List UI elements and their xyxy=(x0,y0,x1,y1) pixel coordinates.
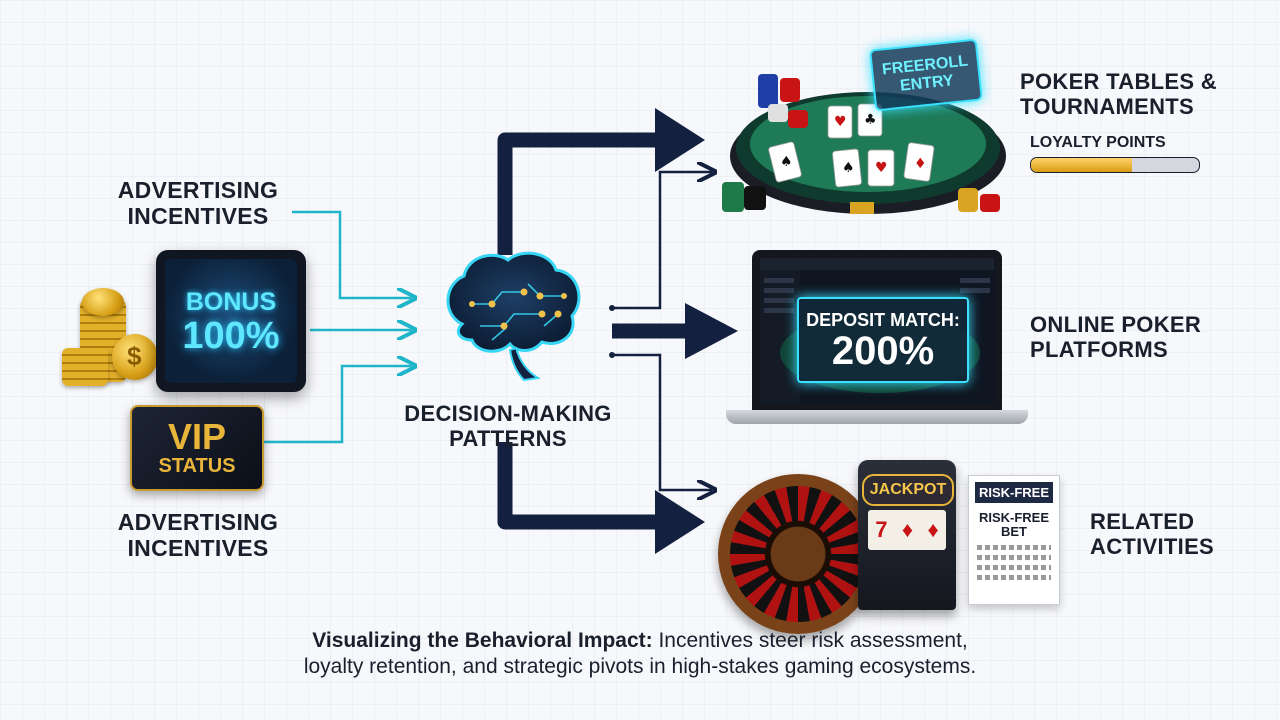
branch-to-poker xyxy=(612,172,712,310)
deposit-match-title: DEPOSIT MATCH: xyxy=(806,309,960,330)
branch-to-related xyxy=(612,353,712,490)
vip-subtitle: STATUS xyxy=(158,455,236,477)
jackpot-sign: JACKPOT xyxy=(862,474,954,506)
loyalty-points-bar xyxy=(1030,157,1200,173)
bet-ticket-icon: RISK-FREE RISK-FREE BET xyxy=(968,475,1060,605)
related-activities-label: RELATED ACTIVITIES xyxy=(1090,509,1215,559)
bonus-tablet: BONUS 100% xyxy=(156,250,306,392)
svg-text:♣: ♣ xyxy=(864,112,877,128)
decision-making-label: DECISION-MAKING PATTERNS xyxy=(404,401,612,451)
poker-tables-label: POKER TABLES & TOURNAMENTS xyxy=(1020,69,1217,119)
svg-text:♥: ♥ xyxy=(834,114,847,130)
loyalty-points-fill xyxy=(1031,158,1132,172)
connector-vip xyxy=(262,366,412,444)
connector-advertising-top xyxy=(292,210,412,298)
online-poker-label: ONLINE POKER PLATFORMS xyxy=(1030,312,1202,362)
arrow-to-related xyxy=(497,442,660,530)
caption-line1: Incentives steer risk assessment, xyxy=(652,629,968,652)
laptop-base xyxy=(726,410,1028,424)
bonus-value: 100% xyxy=(182,314,280,357)
deposit-match-value: 200% xyxy=(831,328,935,373)
svg-text:♠: ♠ xyxy=(780,154,793,170)
ticket-header: RISK-FREE xyxy=(975,482,1053,503)
ticket-body: RISK-FREE BET xyxy=(978,510,1050,540)
slot-reels: 7♦♦ xyxy=(868,510,946,550)
bonus-title: BONUS xyxy=(185,287,277,316)
poker-table-icon: ♠ ♠ ♥ ♦ ♥ ♣ xyxy=(722,74,1006,214)
deposit-match-panel: DEPOSIT MATCH: 200% xyxy=(797,297,969,383)
freeroll-entry-badge: FREEROLL ENTRY xyxy=(869,38,983,112)
figure-caption: Visualizing the Behavioral Impact: Incen… xyxy=(120,628,1160,681)
advertising-incentives-label-bottom: ADVERTISING INCENTIVES xyxy=(117,509,279,561)
svg-text:♠: ♠ xyxy=(842,160,855,176)
vip-status-card: VIP STATUS xyxy=(130,405,264,491)
svg-text:♥: ♥ xyxy=(875,160,888,176)
advertising-incentives-label-top: ADVERTISING INCENTIVES xyxy=(117,177,279,229)
svg-text:♦: ♦ xyxy=(914,156,927,172)
vip-title: VIP xyxy=(167,416,227,457)
arrowhead-poker-tables xyxy=(655,108,705,172)
caption-bold: Visualizing the Behavioral Impact: xyxy=(312,629,653,652)
arrow-to-poker-tables xyxy=(497,132,660,255)
brain-icon xyxy=(446,251,581,382)
arrowhead-related xyxy=(655,490,705,554)
roulette-wheel-icon xyxy=(718,474,878,634)
caption-line2: loyalty retention, and strategic pivots … xyxy=(303,655,977,679)
loyalty-points-label: LOYALTY POINTS xyxy=(1030,134,1166,151)
arrowhead-online xyxy=(685,303,738,359)
